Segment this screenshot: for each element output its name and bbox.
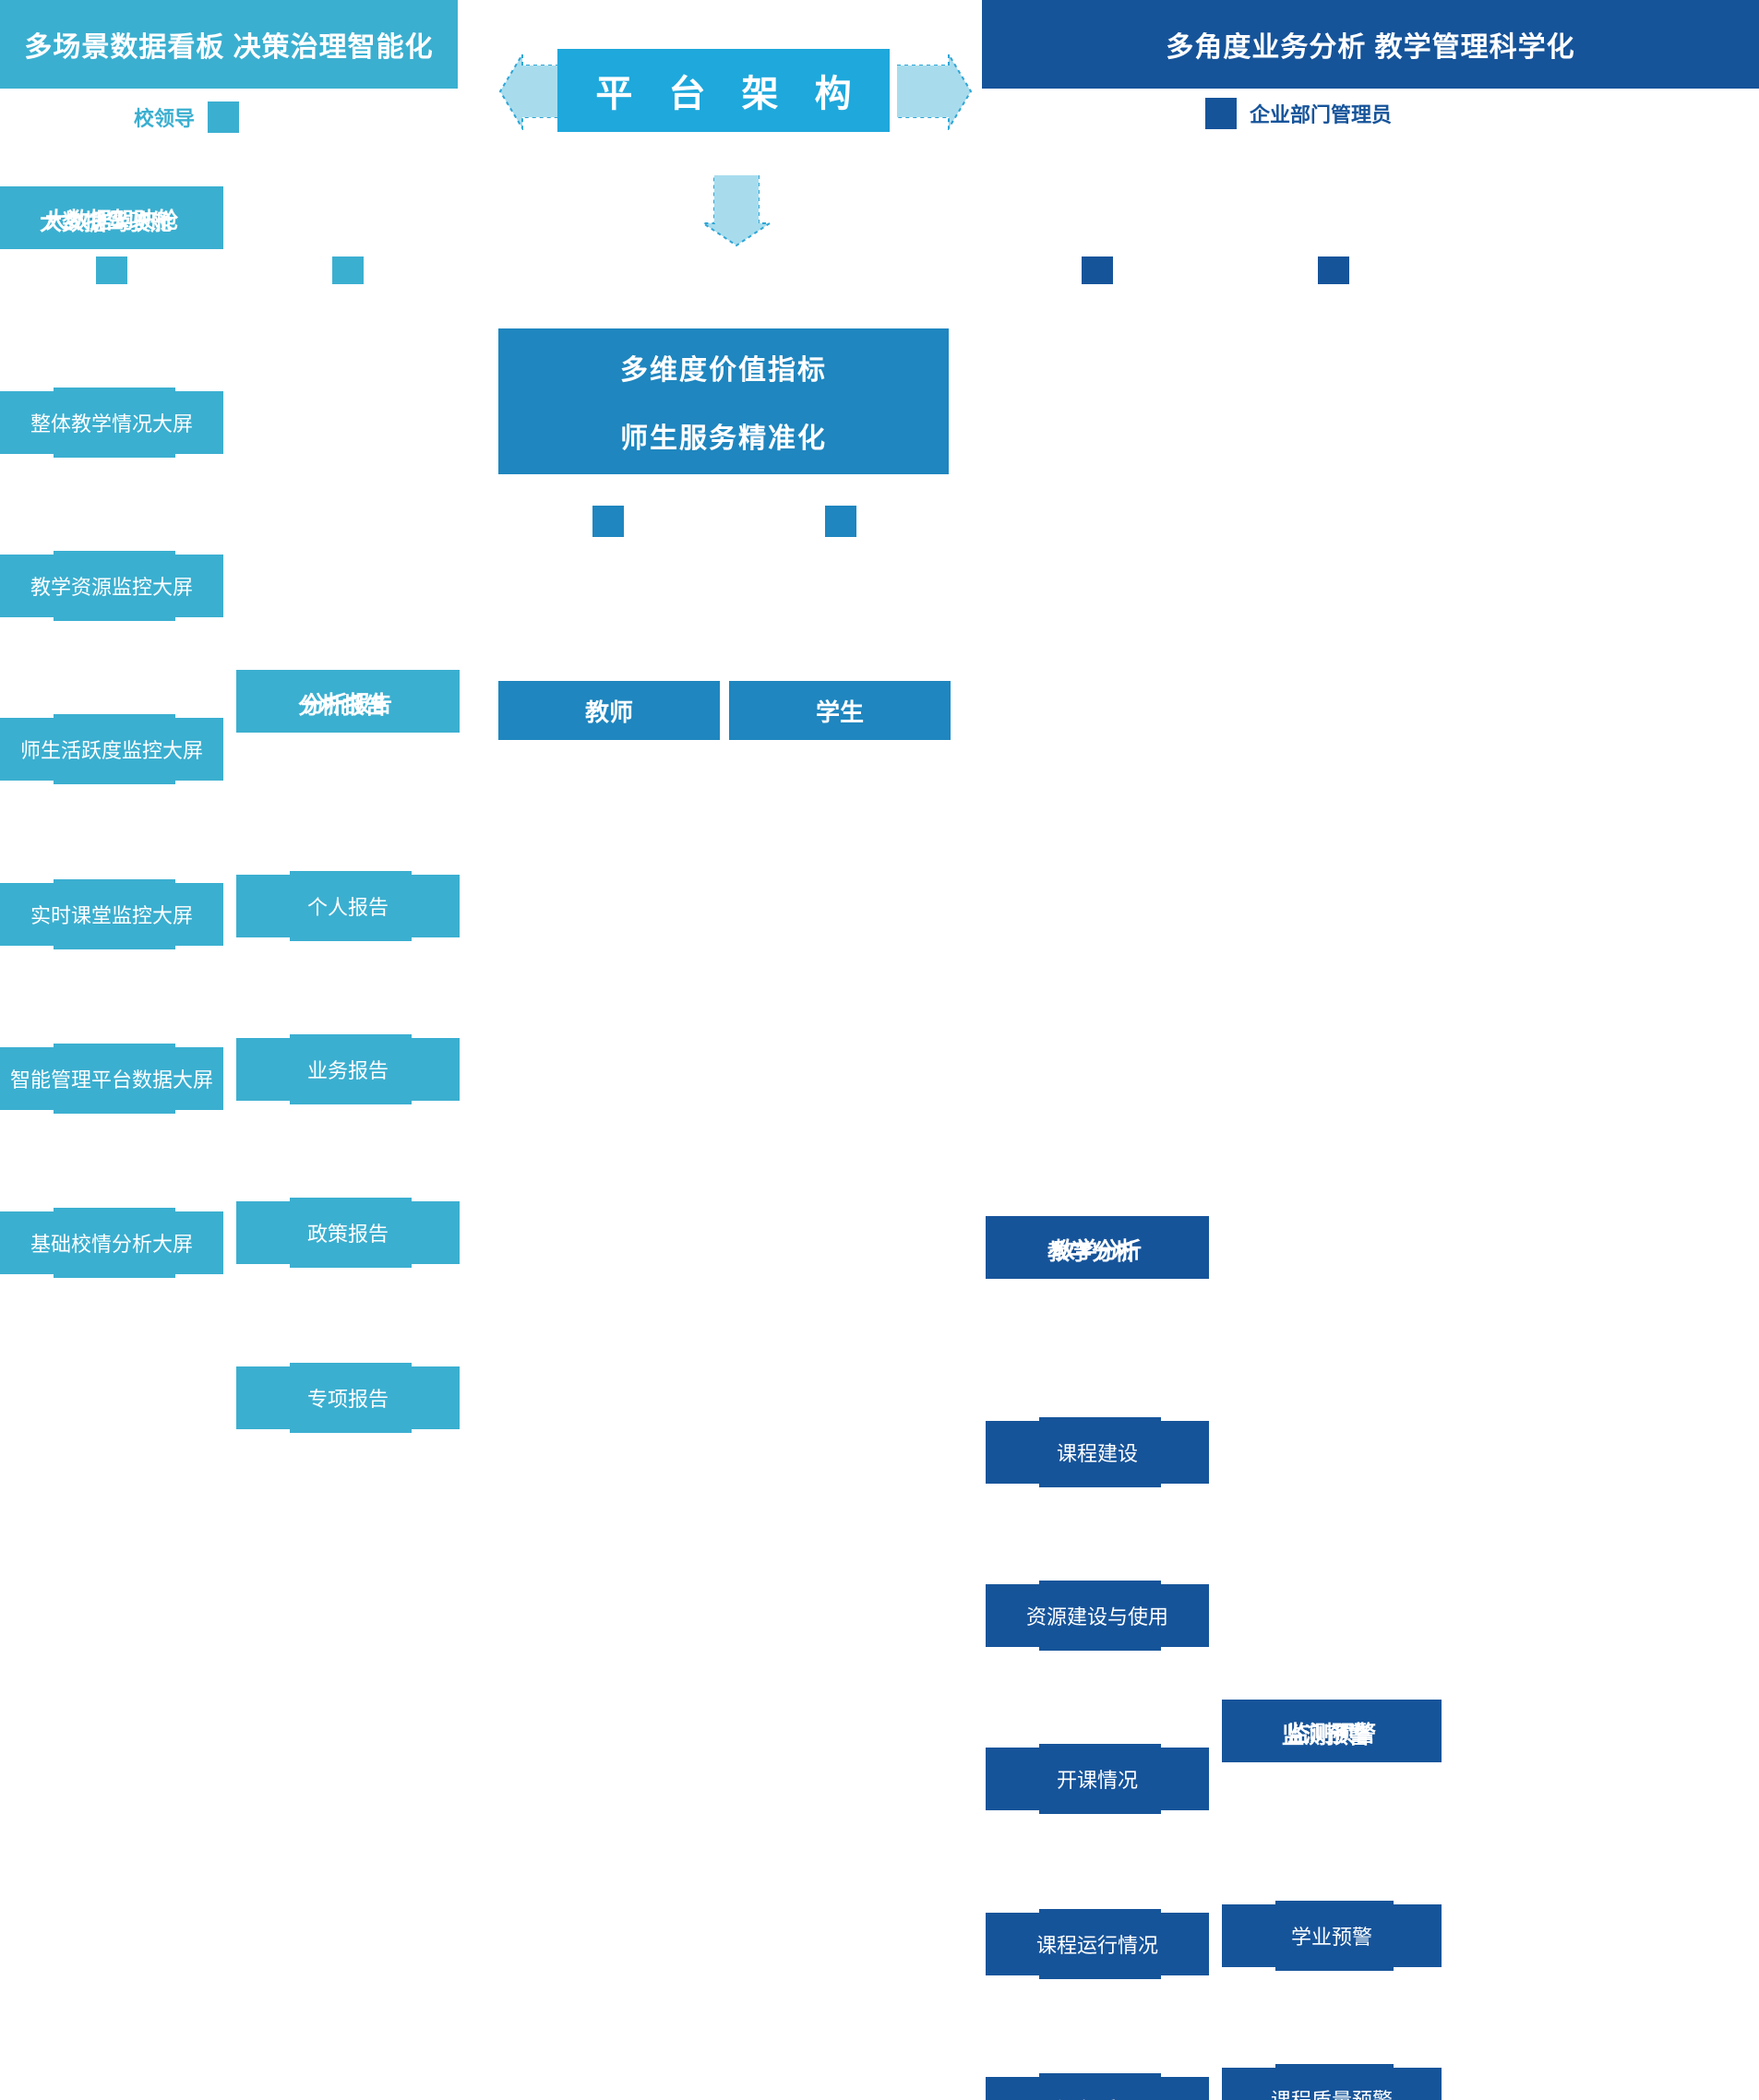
center-portrait-1-subject[interactable]: 学生 bbox=[729, 681, 951, 740]
right-column-1-item-4[interactable]: 课程质量 bbox=[986, 2073, 1209, 2100]
right-banner-text: 多角度业务分析 教学管理科学化 bbox=[1166, 32, 1575, 63]
right-banner: 多角度业务分析 教学管理科学化 bbox=[982, 0, 1759, 89]
role-legend-dept-admin: 企业部门管理员 bbox=[1205, 98, 1392, 129]
right-column-2-item-0-label: 学业预警 bbox=[1290, 1926, 1372, 1949]
left-column-1-item-0[interactable]: 整体教学情况大屏 bbox=[0, 388, 223, 458]
role-swatch-navy bbox=[1205, 98, 1237, 129]
role-swatch-cyan bbox=[208, 101, 240, 133]
right-column-1-item-2-label: 开课情况 bbox=[1056, 1769, 1138, 1792]
left-column-2-item-0-label: 个人报告 bbox=[306, 896, 389, 919]
platform-title-text: 平 台 架 构 bbox=[595, 74, 865, 114]
right-column-2-item-1[interactable]: 课程质量预警 bbox=[1222, 2064, 1442, 2100]
right-column-1-item-3[interactable]: 课程运行情况 bbox=[986, 1909, 1209, 1979]
center-portrait-1-heading[interactable]: 学习质量画像 bbox=[729, 1484, 951, 1585]
right-column-1-item-4-label: 课程质量 bbox=[1057, 2094, 1138, 2100]
left-column-1-item-2-label: 师生活跃度监控大屏 bbox=[19, 739, 203, 762]
left-column-1-item-4[interactable]: 智能管理平台数据大屏 bbox=[0, 1044, 223, 1114]
role-legend-school-leader: 校领导 bbox=[134, 101, 240, 133]
platform-title-bar: 平 台 架 构 bbox=[557, 49, 890, 132]
left-column-2-item-0[interactable]: 个人报告 bbox=[236, 871, 460, 941]
right-column-1-connector bbox=[1082, 257, 1113, 284]
left-banner: 多场景数据看板 决策治理智能化 bbox=[0, 0, 458, 89]
left-column-2-heading-text: 分析报告 bbox=[298, 686, 392, 720]
role-label-dept-admin: 企业部门管理员 bbox=[1250, 103, 1393, 126]
left-column-1-heading-text: 大数据驾驶舱 bbox=[40, 202, 178, 236]
left-column-2-connector bbox=[332, 257, 364, 284]
center-portrait-0-heading[interactable]: 教学质量画像 bbox=[498, 1382, 720, 1484]
left-column-1-item-4-label: 智能管理平台数据大屏 bbox=[9, 1068, 213, 1092]
left-column-1-item-1-label: 教学资源监控大屏 bbox=[30, 576, 193, 599]
left-column-2-item-1-label: 业务报告 bbox=[306, 1059, 389, 1082]
center-portrait-1-subject-label: 学生 bbox=[815, 698, 864, 726]
right-column-1-item-0-label: 课程建设 bbox=[1056, 1442, 1138, 1465]
left-banner-text: 多场景数据看板 决策治理智能化 bbox=[24, 32, 434, 63]
left-column-2-heading[interactable]: 分析报告 bbox=[236, 670, 460, 733]
left-column-2-item-1[interactable]: 业务报告 bbox=[236, 1034, 460, 1104]
left-column-1-item-0-label: 整体教学情况大屏 bbox=[30, 412, 193, 436]
left-column-1-item-1[interactable]: 教学资源监控大屏 bbox=[0, 551, 223, 621]
left-column-1-item-3-label: 实时课堂监控大屏 bbox=[30, 904, 193, 927]
right-column-1-item-0[interactable]: 课程建设 bbox=[986, 1417, 1209, 1487]
right-column-2-heading-text: 监测预警 bbox=[1282, 1715, 1376, 1749]
center-value-line-2: 师生服务精准化 bbox=[620, 424, 827, 454]
left-column-1-item-5[interactable]: 基础校情分析大屏 bbox=[0, 1208, 223, 1278]
right-column-1-item-1[interactable]: 资源建设与使用 bbox=[986, 1581, 1209, 1651]
left-column-1-heading[interactable]: 大数据驾驶舱 bbox=[0, 186, 223, 249]
center-value-line-1: 多维度价值指标 bbox=[620, 355, 827, 386]
center-connector-right bbox=[825, 506, 856, 537]
right-column-1-item-2[interactable]: 开课情况 bbox=[986, 1744, 1209, 1814]
left-column-1-item-3[interactable]: 实时课堂监控大屏 bbox=[0, 879, 223, 949]
center-portrait-0-subject[interactable]: 教师 bbox=[498, 681, 720, 740]
left-column-1-item-5-label: 基础校情分析大屏 bbox=[30, 1233, 193, 1256]
right-column-2-item-1-label: 课程质量预警 bbox=[1271, 2084, 1393, 2100]
center-portrait-0-subject-label: 教师 bbox=[584, 698, 633, 726]
left-column-2-item-3-label: 专项报告 bbox=[306, 1388, 389, 1411]
left-column-2-item-3[interactable]: 专项报告 bbox=[236, 1363, 460, 1433]
left-column-2-item-2[interactable]: 政策报告 bbox=[236, 1198, 460, 1268]
left-column-2-item-2-label: 政策报告 bbox=[306, 1223, 389, 1246]
arrow-right-icon bbox=[897, 53, 973, 130]
center-connector-left bbox=[592, 506, 624, 537]
arrow-down-icon bbox=[701, 175, 772, 247]
architecture-diagram: 多场景数据看板 决策治理智能化 多角度业务分析 教学管理科学化 平 台 架 构 … bbox=[0, 0, 1759, 1050]
right-column-1-item-1-label: 资源建设与使用 bbox=[1025, 1605, 1168, 1629]
role-label-school-leader: 校领导 bbox=[134, 107, 196, 130]
center-portrait-0-heading-text: 教学质量画像 bbox=[537, 1417, 676, 1451]
right-column-1-heading[interactable]: 教学分析 bbox=[986, 1216, 1209, 1279]
right-column-2-heading[interactable]: 监测预警 bbox=[1222, 1700, 1442, 1762]
right-column-1-heading-text: 教学分析 bbox=[1047, 1232, 1142, 1266]
center-portrait-1-heading-text: 学习质量画像 bbox=[768, 1519, 906, 1553]
right-column-1-item-3-label: 课程运行情况 bbox=[1035, 1934, 1158, 1957]
left-column-1-connector bbox=[96, 257, 127, 284]
left-column-1-item-2[interactable]: 师生活跃度监控大屏 bbox=[0, 714, 223, 784]
right-column-2-item-0[interactable]: 学业预警 bbox=[1222, 1901, 1442, 1971]
right-column-2-connector bbox=[1318, 257, 1349, 284]
center-value-box: 多维度价值指标 师生服务精准化 bbox=[498, 328, 949, 474]
